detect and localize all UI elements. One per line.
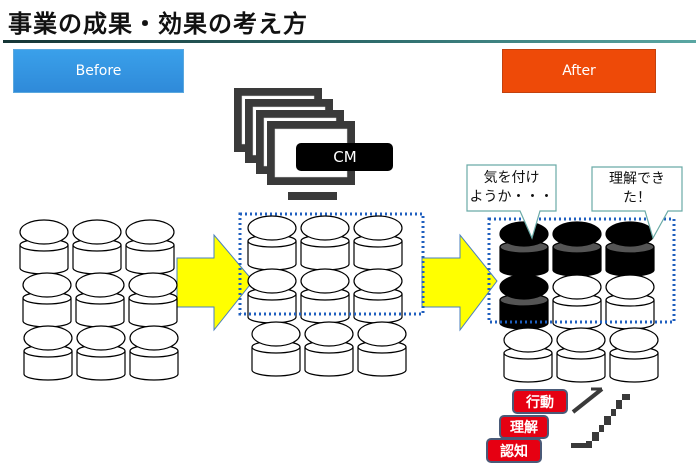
bubble-line: ようか・・・	[469, 189, 554, 205]
person-icon	[251, 321, 301, 377]
bubble-line: 気を付け	[483, 170, 540, 186]
stage-tag-awareness: 認知	[486, 438, 542, 463]
person-icon	[22, 272, 72, 328]
staircase-icon	[571, 394, 630, 448]
person-icon	[75, 272, 125, 328]
person-icon	[72, 219, 122, 275]
arrow-right-icon	[176, 233, 254, 332]
person-aware-icon	[605, 221, 655, 277]
bubble-line: 理解でき	[609, 171, 665, 187]
stage-tag-understanding: 理解	[499, 415, 549, 439]
speech-bubble-text: 気を付け ようか・・・	[467, 169, 556, 207]
person-icon	[129, 325, 179, 381]
after-label: After	[502, 49, 656, 93]
aware-group-highlight	[487, 217, 676, 324]
person-icon	[19, 219, 69, 275]
speech-bubble	[591, 166, 683, 240]
stairs-up-arrow-icon	[571, 387, 604, 414]
person-icon	[125, 219, 175, 275]
person-icon	[23, 325, 73, 381]
speech-bubble	[466, 164, 557, 240]
person-icon	[609, 327, 659, 383]
cm-reach-highlight	[238, 212, 425, 316]
person-icon	[556, 327, 606, 383]
person-icon	[247, 215, 297, 271]
title-divider	[3, 40, 696, 43]
bubble-line: た！	[623, 190, 651, 206]
person-icon	[353, 268, 403, 324]
person-icon	[300, 215, 350, 271]
arrow-right-icon	[421, 233, 498, 332]
person-aware-icon	[552, 221, 602, 277]
person-aware-icon	[499, 221, 549, 277]
cm-label: CM	[333, 148, 357, 166]
person-icon	[76, 325, 126, 381]
person-icon	[300, 268, 350, 324]
cm-box	[296, 143, 393, 171]
speech-bubble-text: 理解でき た！	[592, 170, 682, 208]
monitor-stand-icon	[288, 192, 337, 200]
person-icon	[304, 321, 354, 377]
before-label: Before	[13, 49, 184, 93]
person-icon	[353, 215, 403, 271]
person-icon	[503, 327, 553, 383]
person-icon	[247, 268, 297, 324]
person-icon	[552, 274, 602, 330]
page-title: 事業の成果・効果の考え方	[8, 10, 308, 38]
stage-tag-action: 行動	[512, 389, 568, 414]
person-icon	[128, 272, 178, 328]
person-icon	[357, 321, 407, 377]
